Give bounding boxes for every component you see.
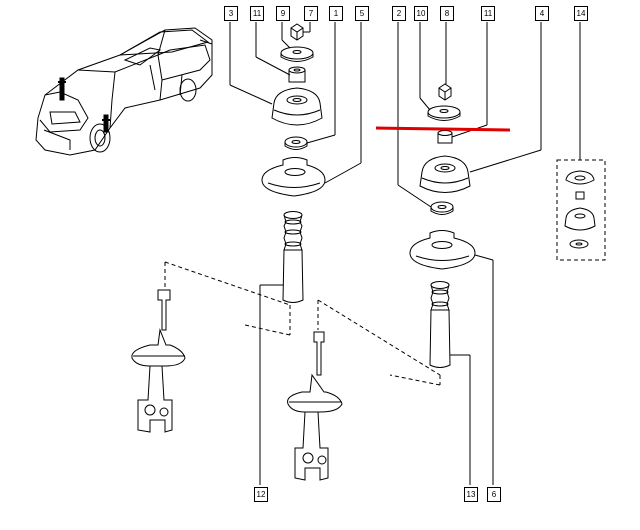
strut-mount-3 bbox=[271, 87, 323, 126]
kit-14-box bbox=[556, 22, 606, 261]
nut-7 bbox=[290, 23, 304, 41]
left-parts-stack bbox=[229, 22, 362, 485]
callout-8: 8 bbox=[440, 6, 454, 21]
callout-11-left: 11 bbox=[250, 6, 264, 21]
bushing-11-left bbox=[288, 66, 306, 83]
bushing-11-right bbox=[437, 130, 453, 144]
callout-9: 9 bbox=[276, 6, 290, 21]
callout-3: 3 bbox=[224, 6, 238, 21]
callout-10: 10 bbox=[414, 6, 428, 21]
strut-mount-4 bbox=[419, 155, 471, 193]
callout-1: 1 bbox=[329, 6, 343, 21]
washer-9 bbox=[280, 46, 314, 62]
callout-14: 14 bbox=[574, 6, 588, 21]
callout-2: 2 bbox=[392, 6, 406, 21]
washer-10 bbox=[427, 105, 461, 121]
right-strut-assembly bbox=[287, 331, 343, 481]
right-dashed-guides bbox=[317, 299, 441, 386]
callout-7: 7 bbox=[304, 6, 318, 21]
nut-8 bbox=[438, 83, 452, 101]
callout-4: 4 bbox=[535, 6, 549, 21]
car-illustration bbox=[35, 27, 213, 156]
callout-5: 5 bbox=[355, 6, 369, 21]
left-dashed-guides bbox=[164, 261, 291, 336]
callout-13: 13 bbox=[464, 487, 478, 502]
bump-stop-12 bbox=[282, 211, 304, 303]
highlight-line bbox=[375, 126, 511, 132]
callout-12: 12 bbox=[254, 487, 268, 502]
callout-6: 6 bbox=[487, 487, 501, 502]
bump-stop-13 bbox=[429, 281, 451, 368]
bearing-1 bbox=[284, 136, 308, 150]
right-parts-stack bbox=[397, 22, 542, 485]
left-strut-assembly bbox=[131, 289, 186, 433]
spring-seat-5 bbox=[261, 157, 326, 197]
callout-11-right: 11 bbox=[481, 6, 495, 21]
spring-seat-6 bbox=[409, 230, 476, 270]
bearing-2 bbox=[430, 201, 454, 215]
